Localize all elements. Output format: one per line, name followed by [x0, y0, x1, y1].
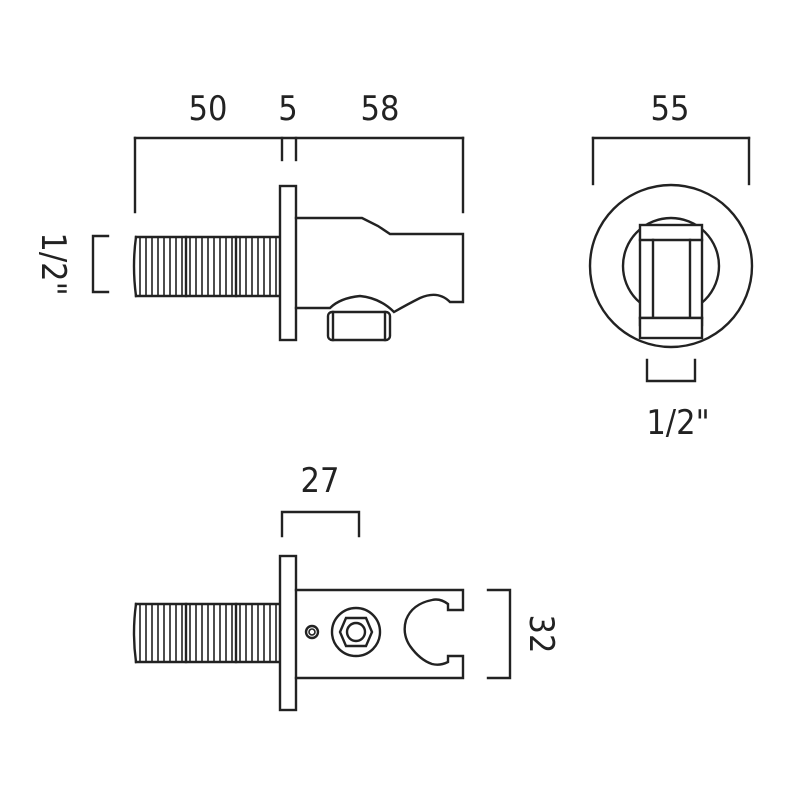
dim-thread-length-label: 50 — [189, 89, 228, 129]
dim-thread-size-label: 1/2" — [33, 232, 73, 295]
outlet-body-front — [638, 223, 704, 340]
outlet-nut-side — [326, 310, 392, 342]
dim-body-length-label: 58 — [361, 89, 400, 129]
front-dimension-line — [591, 136, 751, 186]
dim-body-height-label: 32 — [521, 615, 561, 654]
dim-diameter-label: 55 — [651, 89, 690, 129]
top-view: 27 — [132, 461, 561, 712]
side-dimension-line — [133, 136, 465, 214]
threaded-pipe-top — [132, 602, 281, 664]
thread-size-bracket — [91, 234, 110, 294]
front-view: 55 1/2" — [588, 89, 754, 443]
outlet-size-bracket — [645, 358, 697, 383]
holder-body-top — [294, 588, 465, 680]
dim-flange-label: 5 — [278, 89, 297, 129]
wall-flange-top — [278, 554, 298, 712]
top-height-dimension-line — [486, 588, 512, 680]
outlet-hex-nut — [330, 606, 382, 658]
flange-outer-circle — [588, 183, 754, 349]
holder-body-side — [294, 216, 465, 314]
grub-screw — [304, 624, 320, 640]
dim-outlet-size-label: 1/2" — [646, 403, 709, 443]
top-width-dimension-line — [280, 510, 361, 538]
dim-body-width-label: 27 — [301, 461, 340, 501]
threaded-pipe-side — [132, 235, 281, 298]
wall-flange-side — [278, 184, 298, 342]
side-view: 50 5 58 1/2" — [33, 89, 465, 342]
